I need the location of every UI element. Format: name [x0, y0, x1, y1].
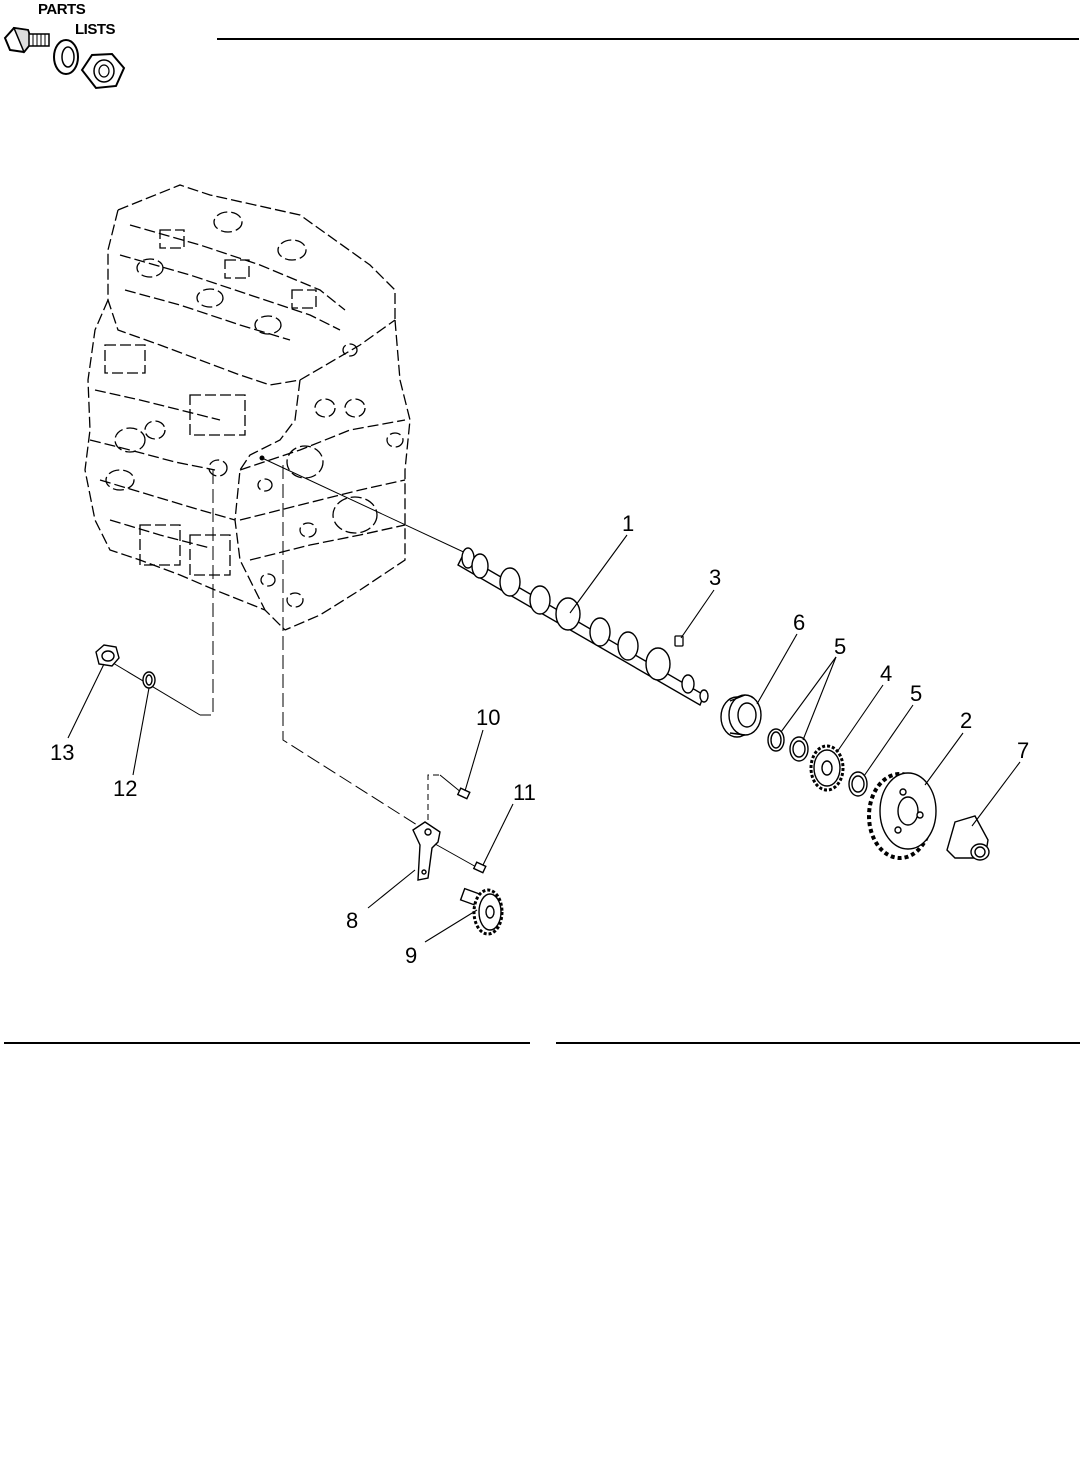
- callout-5a: 5: [834, 634, 846, 659]
- nut-and-washer: [96, 645, 155, 688]
- callout-5b: 5: [910, 681, 922, 706]
- callout-9: 9: [405, 943, 417, 968]
- small-gear: [811, 746, 843, 790]
- callout-4: 4: [880, 661, 892, 686]
- callout-13: 13: [50, 740, 74, 765]
- callout-7: 7: [1017, 738, 1029, 763]
- camshaft: [458, 548, 708, 705]
- callout-1: 1: [622, 511, 634, 536]
- cam-gear: [869, 773, 936, 858]
- bracket-and-screws: [413, 788, 486, 880]
- bearing: [721, 695, 761, 737]
- callout-labels: 1 2 3 4 5 5 6 7 8 9 10 11 12 13: [50, 511, 1029, 968]
- assembly-lines: [108, 458, 478, 868]
- idler-gear: [461, 889, 502, 934]
- callout-2: 2: [960, 708, 972, 733]
- engine-block: [85, 185, 410, 630]
- callout-12: 12: [113, 776, 137, 801]
- thrust-plate: [947, 816, 989, 860]
- callout-8: 8: [346, 908, 358, 933]
- callout-6: 6: [793, 610, 805, 635]
- callout-10: 10: [476, 705, 500, 730]
- callout-11: 11: [513, 780, 536, 805]
- callout-3: 3: [709, 565, 721, 590]
